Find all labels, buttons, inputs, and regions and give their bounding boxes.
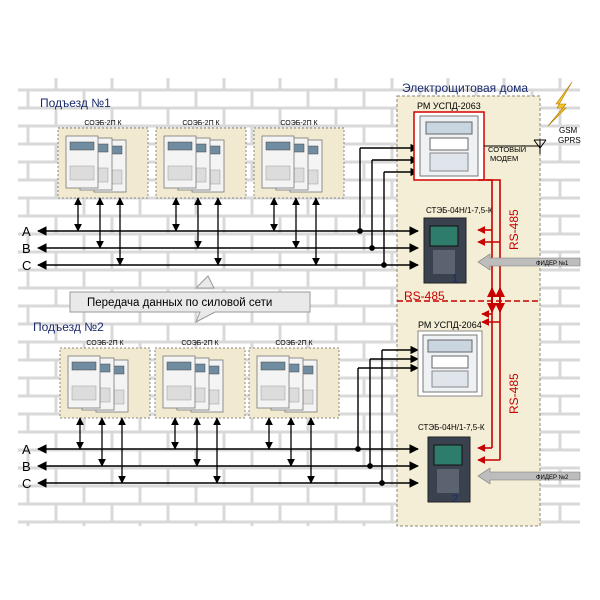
modem-label-2: МОДЕМ	[490, 154, 518, 163]
steb-meter-2-label: СТЭБ-04Н/1-7,5-К	[418, 423, 485, 432]
feeder-1-arrow: ФИДЕР №1	[477, 253, 581, 271]
meter-label: СОЭБ-2П К	[181, 340, 219, 347]
modem-label-1: СОТОВЫЙ	[488, 145, 526, 154]
rs485-label-middle: RS-485	[404, 289, 445, 303]
phase-label-a: A	[22, 224, 31, 239]
rs485-lines	[397, 179, 540, 464]
feeder-1-label: ФИДЕР №1	[536, 260, 569, 267]
rs485-label-top: RS-485	[507, 209, 521, 250]
meter-terminal	[265, 165, 291, 181]
steb-meter-1-number: 1	[452, 273, 458, 285]
electrical-room-title: Электрощитовая дома	[402, 81, 528, 95]
meter-terminal	[166, 385, 192, 401]
gprs-label: GPRS	[558, 136, 581, 145]
phase-label-b: B	[22, 459, 31, 474]
entrance-1-title: Подъезд №1	[40, 96, 111, 110]
steb-meter-2-number: 2	[452, 493, 458, 505]
entrance-2-title: Подъезд №2	[33, 320, 104, 334]
feeder-2-arrow: ФИДЕР №2	[477, 467, 581, 485]
meter-display	[71, 361, 97, 371]
plc-callout-text: Передача данных по силовой сети	[87, 297, 272, 309]
meter-terminal	[260, 385, 286, 401]
uspd-feed-lines	[355, 143, 419, 486]
meter-display	[69, 141, 95, 151]
uspd-2064: РМ УСПД-2064	[417, 320, 483, 397]
meter-label: СОЭБ-2П К	[84, 120, 122, 127]
meter-label: СОЭБ-2П К	[280, 120, 318, 127]
antenna-icon	[533, 139, 547, 154]
meter-terminal	[167, 165, 193, 181]
meter-display	[265, 141, 291, 151]
steb-meter-2: СТЭБ-04Н/1-7,5-К 2	[418, 423, 485, 505]
uspd-2063-label: РМ УСПД-2063	[417, 101, 481, 111]
feeder-2-label: ФИДЕР №2	[536, 474, 569, 481]
meter-display	[166, 361, 192, 371]
steb-meter-1-label: СТЭБ-04Н/1-7,5-К	[426, 206, 493, 215]
plc-callout: Передача данных по силовой сети	[69, 275, 311, 324]
meter-connections	[74, 197, 320, 484]
phase-label-c: C	[22, 476, 31, 491]
lightning-icon	[547, 81, 573, 127]
phase-label-b: B	[22, 241, 31, 256]
meter-label: СОЭБ-2П К	[182, 120, 220, 127]
gsm-label: GSM	[559, 126, 578, 135]
meter-label: СОЭБ-2П К	[86, 340, 124, 347]
meter-label: СОЭБ-2П К	[275, 340, 313, 347]
meter-terminal	[71, 385, 97, 401]
apartment-meters	[65, 135, 323, 413]
uspd-2064-label: РМ УСПД-2064	[418, 320, 482, 330]
rs485-label-bottom: RS-485	[507, 373, 521, 414]
meter-display	[167, 141, 193, 151]
uspd-2063: РМ УСПД-2063	[413, 101, 485, 181]
steb-meter-1: СТЭБ-04Н/1-7,5-К 1	[423, 206, 493, 285]
phase-label-c: C	[22, 258, 31, 273]
meter-terminal	[69, 165, 95, 181]
phase-label-a: A	[22, 442, 31, 457]
meter-display	[260, 361, 286, 371]
